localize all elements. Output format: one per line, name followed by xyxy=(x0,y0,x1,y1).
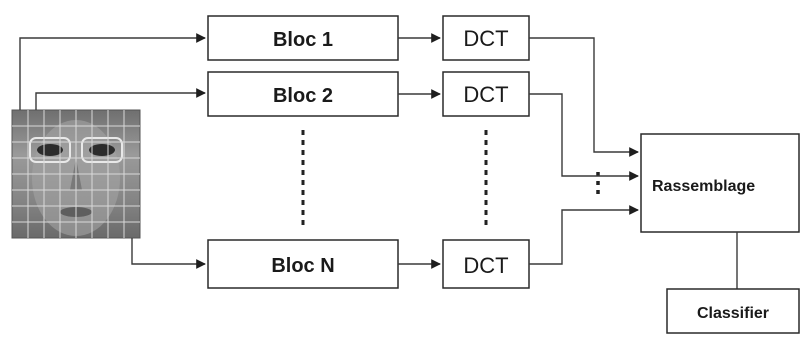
bloc-1-label: Bloc 1 xyxy=(273,29,333,51)
dct-n-label: DCT xyxy=(463,253,508,278)
wire-dct-n-to-merge xyxy=(529,205,639,265)
face-image xyxy=(11,109,141,239)
dct-1-box: DCT xyxy=(442,15,530,61)
bloc-2-box: Bloc 2 xyxy=(207,71,399,117)
wire-dct-1-to-merge xyxy=(529,37,639,157)
bloc-n-box: Bloc N xyxy=(207,239,399,289)
bloc-1-box: Bloc 1 xyxy=(207,15,399,61)
wire-face-to-bloc-n xyxy=(131,238,206,269)
dct-2-label: DCT xyxy=(463,82,508,107)
wire-dct-2-to-merge xyxy=(529,93,639,181)
rassemblage-box: Rassemblage xyxy=(640,133,800,233)
classifier-label: Classifier xyxy=(697,305,769,322)
face-grid xyxy=(12,110,140,238)
dct-n-box: DCT xyxy=(442,239,530,289)
bloc-2-label: Bloc 2 xyxy=(273,85,333,107)
right-eye-icon xyxy=(89,144,115,156)
dct-1-label: DCT xyxy=(463,26,508,51)
wire-face-to-bloc-2 xyxy=(35,88,206,110)
wire-face-to-bloc-1 xyxy=(19,33,206,110)
rassemblage-label: Rassemblage xyxy=(652,178,755,195)
left-eye-icon xyxy=(37,144,63,156)
dct-2-box: DCT xyxy=(442,71,530,117)
bloc-n-label: Bloc N xyxy=(271,255,334,277)
classifier-box: Classifier xyxy=(666,288,800,334)
